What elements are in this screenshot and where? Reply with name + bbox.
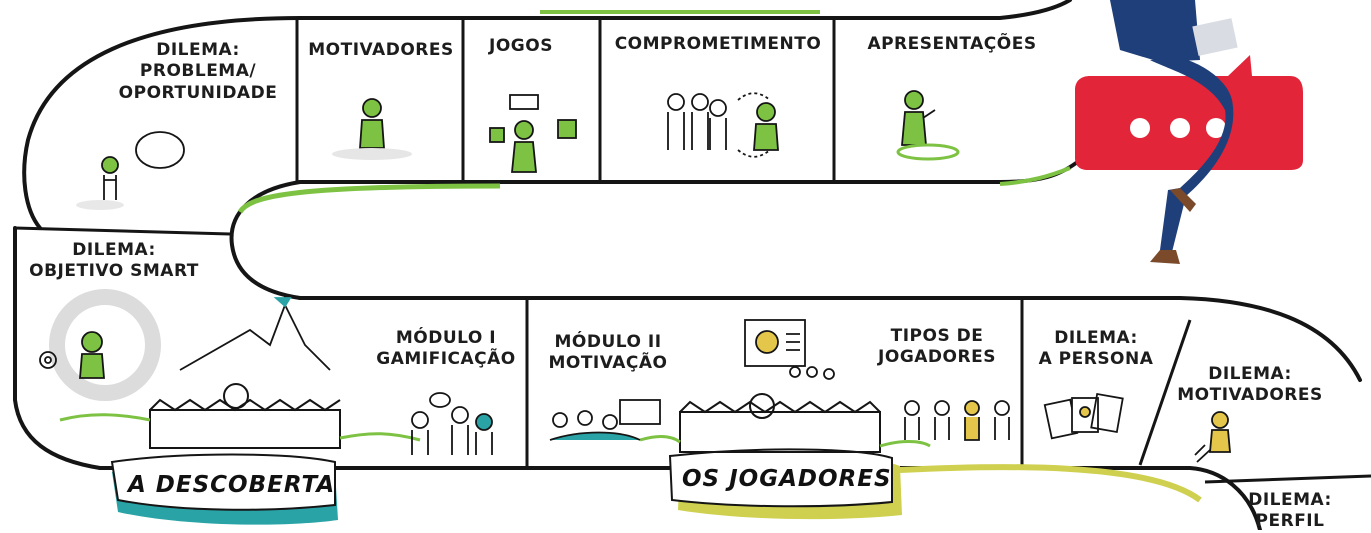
dice-person-icon — [489, 94, 577, 173]
tile-label-apresentacoes: APRESENTAÇÕES — [867, 34, 1037, 54]
tile-label-dilema-motivadores: DILEMA: MOTIVADORES — [1177, 364, 1323, 406]
green-accent — [237, 183, 501, 214]
bridge-right-icon — [679, 393, 881, 453]
top-row-dividers — [295, 18, 836, 182]
tile-label-persona: DILEMA: A PERSONA — [1038, 328, 1154, 370]
tile-label-tipos-jogadores: TIPOS DE JOGADORES — [878, 326, 996, 368]
target-cycle-icon — [39, 289, 161, 401]
tile-label-motivacao: MÓDULO II MOTIVAÇÃO — [548, 332, 668, 374]
chart-board-icon — [744, 319, 835, 380]
meeting-icon — [549, 399, 661, 441]
tile-label-perfil: DILEMA: PERFIL — [1248, 490, 1332, 532]
businessman-icon — [1110, 0, 1238, 264]
puzzle-person-right-icon — [1194, 411, 1231, 463]
banner-a-descoberta: A DESCOBERTA — [128, 472, 336, 498]
group-cycle-icon — [667, 92, 779, 158]
group-chat-icon — [411, 392, 493, 455]
grass-decoration — [59, 413, 931, 448]
tile-label-gamificacao: MÓDULO I GAMIFICAÇÃO — [376, 328, 516, 370]
presenter-icon — [896, 90, 960, 161]
speech-bubble-icon — [1075, 55, 1303, 170]
tile-label-motivadores: MOTIVADORES — [308, 40, 454, 60]
bridge-left-icon — [149, 383, 341, 449]
mountain-flag-icon — [179, 295, 331, 371]
tile-label-problema: DILEMA: PROBLEMA/ OPORTUNIDADE — [118, 40, 278, 103]
tile-label-objetivo-smart: DILEMA: OBJETIVO SMART — [29, 240, 199, 282]
four-players-icon — [904, 400, 1010, 441]
tile-label-comprometimento: COMPROMETIMENTO — [614, 34, 822, 54]
persona-cards-icon — [1043, 392, 1124, 440]
thinking-person-icon — [76, 131, 185, 210]
puzzle-person-icon — [332, 98, 412, 160]
tile-label-jogos: JOGOS — [489, 36, 553, 56]
middle-row-dividers — [525, 298, 1371, 484]
banner-os-jogadores: OS JOGADORES — [682, 466, 892, 492]
